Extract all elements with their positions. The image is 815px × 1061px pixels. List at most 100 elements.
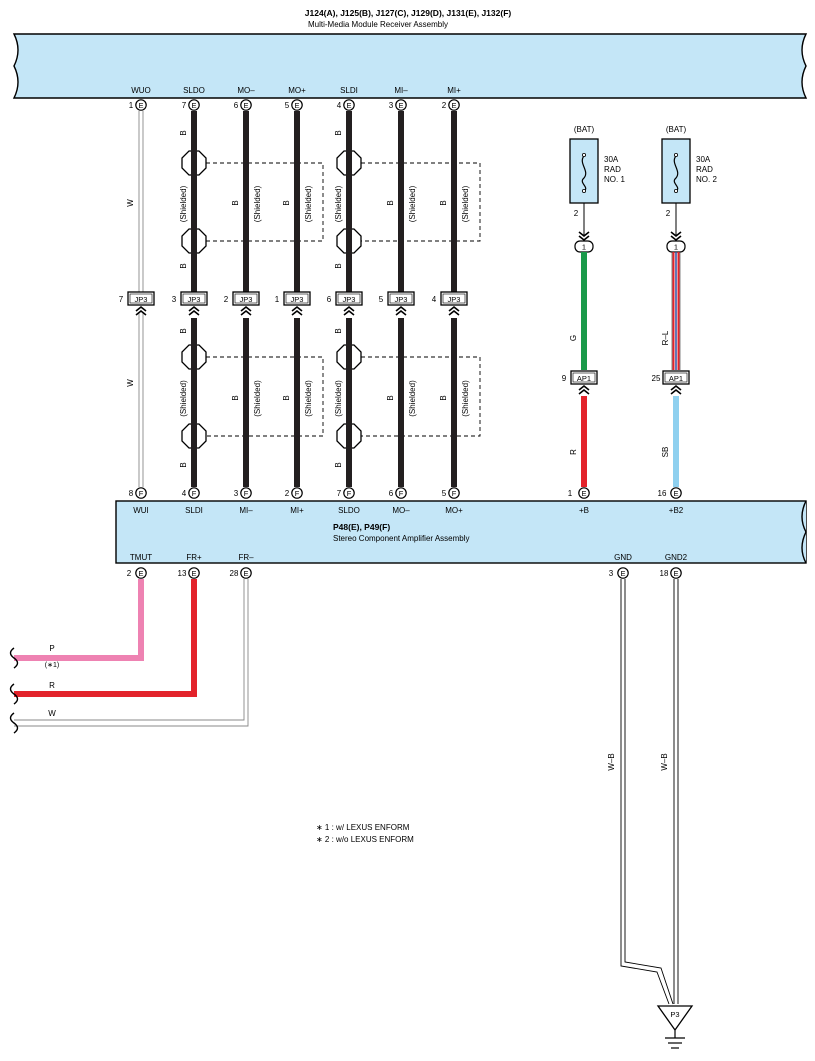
junction-label: JP3 xyxy=(188,295,201,304)
fuse-box xyxy=(661,138,691,204)
svg-text:F: F xyxy=(347,489,352,498)
wire-color-label: B xyxy=(334,462,343,467)
svg-text:F: F xyxy=(244,489,249,498)
top-pin-label: MO– xyxy=(237,86,255,95)
junction-label: JP3 xyxy=(291,295,304,304)
amp-pin-connector: F xyxy=(343,487,355,499)
shielded-label: (Shielded) xyxy=(253,185,262,222)
junction-ap1 xyxy=(662,370,690,385)
amp-pin-number: 3 xyxy=(234,489,239,498)
svg-text:E: E xyxy=(451,101,456,110)
left-wire-color: W xyxy=(48,709,56,718)
shielded-pairs: (Shielded) (Shielded) (Shielded) (Shielded)… xyxy=(179,150,481,449)
junction-label: JP3 xyxy=(395,295,408,304)
wire-color-label: G xyxy=(569,335,578,341)
fuse-box xyxy=(569,138,599,204)
fuse-name: RAD xyxy=(696,165,713,174)
top-pin-connector: E xyxy=(343,99,355,111)
top-pin-label: WUO xyxy=(131,86,151,95)
amp-pin-connector: F xyxy=(188,487,200,499)
top-pin-number: 3 xyxy=(389,101,394,110)
wire-color-label: W xyxy=(126,379,135,387)
amp-bottom-label: FR– xyxy=(238,553,254,562)
amp-bottom-pin-number: 2 xyxy=(127,569,132,578)
amplifier-assembly-box xyxy=(115,500,807,564)
fuse-icon xyxy=(581,155,587,192)
junction-pin-number: 7 xyxy=(119,295,124,304)
shielded-label: (Shielded) xyxy=(179,185,188,222)
svg-text:E: E xyxy=(620,569,625,578)
amp-pin-number: 16 xyxy=(658,489,667,498)
amp-bottom-label: TMUT xyxy=(130,553,152,562)
fuse-rating: 30A xyxy=(696,155,711,164)
amp-pin-connector: E xyxy=(578,487,590,499)
fuse-source: (BAT) xyxy=(574,125,595,134)
amp-pin-label: MI– xyxy=(239,506,253,515)
svg-text:E: E xyxy=(191,101,196,110)
ground-wire-color: W–B xyxy=(607,753,616,770)
fuse-out-pin: 2 xyxy=(666,209,671,218)
amp-pin-label: MO+ xyxy=(445,506,463,515)
wire-break-mark xyxy=(9,683,19,705)
junction-jp3 xyxy=(283,291,311,306)
shielded-label: (Shielded) xyxy=(304,185,313,222)
wire-color-label: R–L xyxy=(661,330,670,345)
svg-text:E: E xyxy=(138,101,143,110)
svg-text:E: E xyxy=(243,101,248,110)
amp-bottom-pin-number: 3 xyxy=(609,569,614,578)
amp-pin-number: 4 xyxy=(182,489,187,498)
fuse-rating: 30A xyxy=(604,155,619,164)
junction-jp3 xyxy=(232,291,260,306)
amp-bottom-connector: E xyxy=(670,567,682,579)
top-component-connectors: J124(A), J125(B), J127(C), J129(D), J131… xyxy=(305,8,512,18)
svg-text:E: E xyxy=(673,569,678,578)
wire-color-label: B xyxy=(231,395,240,400)
top-pin-number: 4 xyxy=(337,101,342,110)
junction-label: JP3 xyxy=(343,295,356,304)
wire-color-label: B xyxy=(282,395,291,400)
top-pin-connector: E xyxy=(135,99,147,111)
svg-text:E: E xyxy=(191,569,196,578)
shielded-label: (Shielded) xyxy=(179,380,188,417)
wire-color-label: B xyxy=(179,328,188,333)
top-pin-label: SLDI xyxy=(340,86,358,95)
wire-color-label: B xyxy=(179,462,188,467)
junction-label: AP1 xyxy=(577,374,591,383)
wire-color-label: R xyxy=(569,449,578,455)
shielded-label: (Shielded) xyxy=(334,185,343,222)
junction-pin-number: 9 xyxy=(562,374,567,383)
amp-bottom-connector: E xyxy=(617,567,629,579)
wire-color-label: B xyxy=(439,200,448,205)
svg-text:E: E xyxy=(581,489,586,498)
amp-pin-label: +B2 xyxy=(669,506,684,515)
amp-pin-label: MI+ xyxy=(290,506,304,515)
amp-pin-connector: F xyxy=(291,487,303,499)
amp-pin-label: +B xyxy=(579,506,589,515)
top-pin-connector: E xyxy=(188,99,200,111)
amp-bottom-label: FR+ xyxy=(186,553,202,562)
top-pin-number: 2 xyxy=(442,101,447,110)
fuse-out-pin: 2 xyxy=(574,209,579,218)
amp-bottom-connector: E xyxy=(188,567,200,579)
amp-pin-connector: F xyxy=(240,487,252,499)
ground-point-label: P3 xyxy=(670,1010,679,1019)
amp-bottom-pin-number: 13 xyxy=(178,569,187,578)
note-1: ∗ 1 : w/ LEXUS ENFORM xyxy=(316,823,410,832)
wire-color-label: B xyxy=(282,200,291,205)
amp-bottom-connector: E xyxy=(135,567,147,579)
top-pin-connector: E xyxy=(291,99,303,111)
svg-text:F: F xyxy=(452,489,457,498)
junction-label: JP3 xyxy=(448,295,461,304)
amplifier-name: Stereo Component Amplifier Assembly xyxy=(333,534,470,543)
amp-bottom-connector: E xyxy=(240,567,252,579)
svg-text:F: F xyxy=(399,489,404,498)
wire-color-label: B xyxy=(386,395,395,400)
top-pin-label: SLDO xyxy=(183,86,205,95)
svg-text:E: E xyxy=(138,569,143,578)
junction-label: AP1 xyxy=(669,374,683,383)
svg-text:E: E xyxy=(673,489,678,498)
wire-break-mark xyxy=(9,712,19,734)
